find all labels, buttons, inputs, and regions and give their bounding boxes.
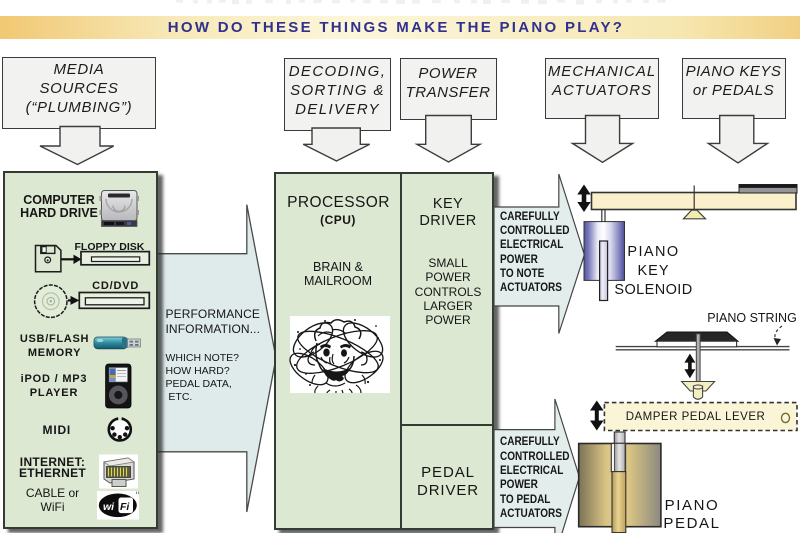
svg-text:wi: wi bbox=[103, 501, 115, 513]
svg-text:Fi: Fi bbox=[120, 501, 130, 513]
